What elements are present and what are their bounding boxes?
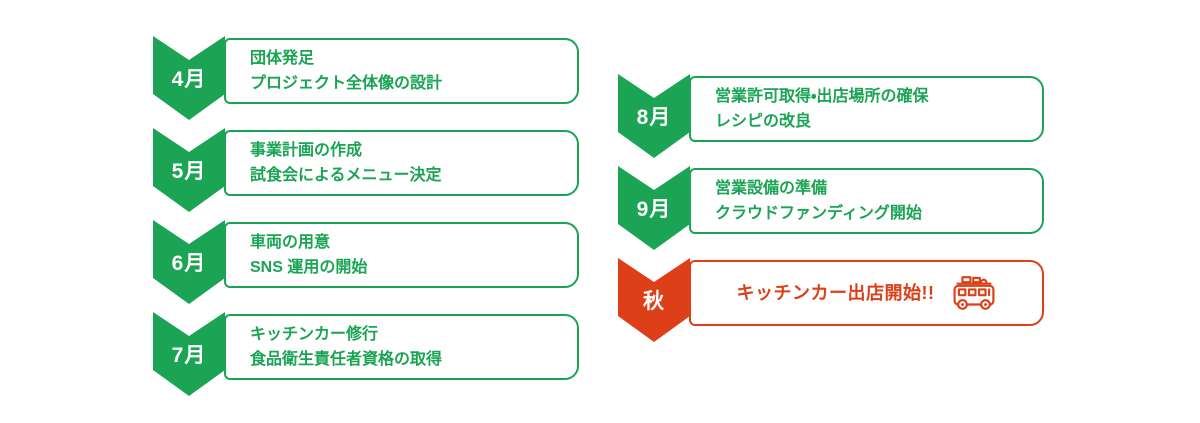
timeline-item-august: 8月 営業許可取得・出店場所の確保 レシピの改良 [618,74,1044,158]
task-line: キッチンカー修行 [250,326,379,343]
timeline-item-autumn: 秋 キッチンカー出店開始!! [618,258,1044,342]
timeline-item-september: 9月 営業設備の準備 クラウドファンディング開始 [618,166,1044,250]
month-label: 6月 [171,252,207,275]
task-line: 試食会によるメニュー決定 [250,167,442,184]
task-box-highlight: キッチンカー出店開始!! [689,260,1044,326]
month-label: 4月 [171,68,207,91]
task-box: 車両の用意 SNS 運用の開始 [224,222,579,288]
timeline-item-may: 5月 事業計画の作成 試食会によるメニュー決定 [153,128,579,212]
task-box: 営業設備の準備 クラウドファンディング開始 [689,168,1044,234]
timeline-item-july: 7月 キッチンカー修行 食品衛生責任者資格の取得 [153,312,579,396]
month-chevron: 8月 [618,74,690,158]
chevron-arrow-icon [153,312,225,396]
timeline-item-june: 6月 車両の用意 SNS 運用の開始 [153,220,579,304]
task-line: 食品衛生責任者資格の取得 [250,351,443,368]
month-chevron: 9月 [618,166,690,250]
task-line: 事業計画の作成 [250,142,363,159]
timeline-column-left: 4月 団体発足 プロジェクト全体像の設計 5月 事業計画の作成 試食会によるメニ… [153,36,579,406]
task-box: 事業計画の作成 試食会によるメニュー決定 [224,130,579,196]
month-chevron: 7月 [153,312,225,396]
timeline-item-april: 4月 団体発足 プロジェクト全体像の設計 [153,36,579,120]
task-box: 営業許可取得・出店場所の確保 レシピの改良 [689,76,1044,142]
chevron-arrow-icon [618,258,690,342]
month-label: 秋 [643,290,665,313]
task-line: レシピの改良 [715,113,812,130]
month-label: 9月 [636,198,672,221]
chevron-arrow-icon [618,166,690,250]
chevron-arrow-icon [153,220,225,304]
task-line: クラウドファンディング開始 [715,205,922,222]
chevron-arrow-icon [153,128,225,212]
chevron-arrow-icon [618,74,690,158]
month-chevron: 5月 [153,128,225,212]
task-line: 団体発足 [250,50,315,67]
task-box: キッチンカー修行 食品衛生責任者資格の取得 [224,314,579,380]
task-line: 営業許可取得・出店場所の確保 [715,88,929,105]
month-label: 7月 [171,344,207,367]
task-line: SNS 運用の開始 [250,259,368,276]
task-line: キッチンカー出店開始!! [736,282,935,303]
task-box: 団体発足 プロジェクト全体像の設計 [224,38,579,104]
food-truck-icon [953,276,994,310]
month-label: 5月 [171,160,207,183]
task-line: プロジェクト全体像の設計 [250,75,443,92]
timeline-column-right: 8月 営業許可取得・出店場所の確保 レシピの改良 9月 営業設備の準備 クラウド… [618,74,1044,352]
month-label: 8月 [636,106,672,129]
month-chevron: 4月 [153,36,225,120]
task-line: 営業設備の準備 [715,180,828,197]
chevron-arrow-icon [153,36,225,120]
task-line: 車両の用意 [250,234,331,251]
month-chevron: 6月 [153,220,225,304]
month-chevron: 秋 [618,258,690,342]
